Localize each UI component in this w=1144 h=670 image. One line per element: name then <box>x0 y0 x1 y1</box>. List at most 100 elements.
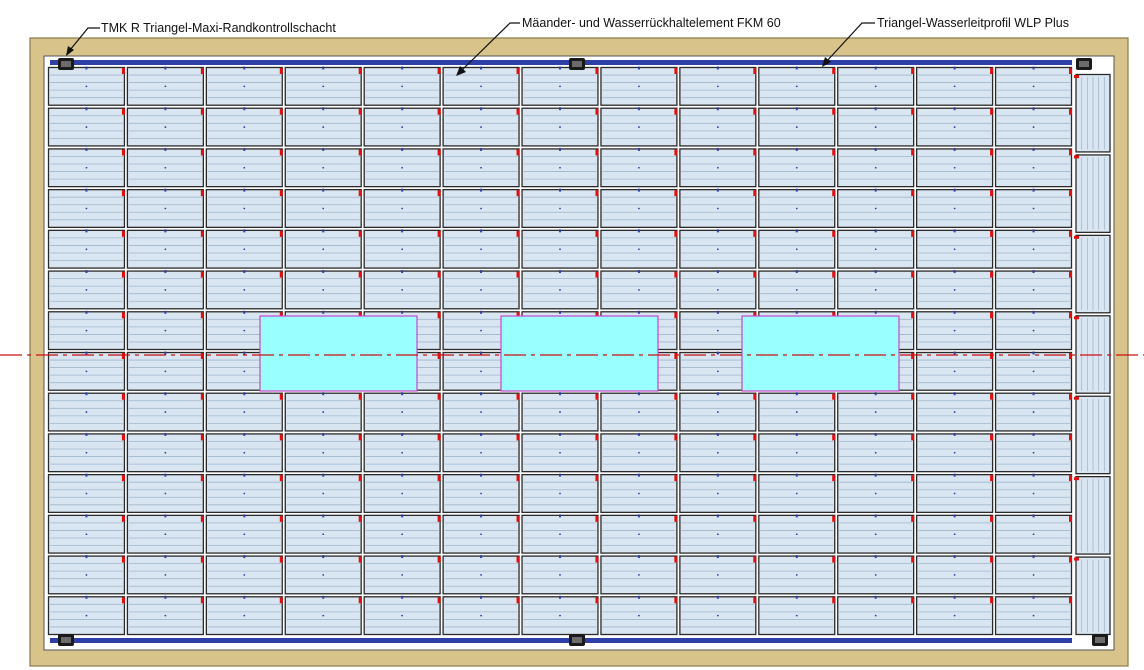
drain-tick <box>401 555 404 559</box>
cutout-opening <box>259 315 418 392</box>
drain-tick <box>1032 107 1035 111</box>
panel-dot <box>85 492 88 495</box>
drain-tick <box>953 188 956 192</box>
panel-cell <box>994 351 1073 391</box>
red-marker <box>1069 108 1072 115</box>
panel-cell <box>837 392 915 432</box>
drain-tick <box>85 351 88 355</box>
red-marker <box>516 393 520 400</box>
panel-cell <box>994 514 1073 554</box>
drain-tick <box>243 392 246 396</box>
red-marker <box>200 597 204 604</box>
panel-dot <box>716 207 719 210</box>
panel-cell <box>521 66 599 106</box>
panel-cell <box>442 392 520 432</box>
panel-cell <box>758 473 836 514</box>
red-marker <box>279 556 283 563</box>
panel-cell <box>126 147 204 188</box>
corner-control-box-icon <box>58 634 74 646</box>
red-marker <box>1069 434 1072 441</box>
drain-tick <box>559 229 561 233</box>
red-marker <box>121 190 125 197</box>
corner-control-box-icon <box>569 634 585 646</box>
red-marker <box>437 190 441 197</box>
panel-dot <box>480 289 482 291</box>
drain-tick <box>637 310 640 314</box>
red-marker <box>437 434 441 441</box>
red-marker <box>437 556 441 563</box>
panel-cell <box>47 555 126 595</box>
corner-box-inner <box>1079 61 1089 67</box>
panel-cell <box>442 147 520 188</box>
red-marker <box>358 271 362 278</box>
panel-dot <box>480 329 482 332</box>
panel-cell <box>363 392 441 432</box>
panel-cell <box>994 66 1073 106</box>
red-marker <box>753 515 757 522</box>
panel-dot <box>480 574 482 576</box>
red-marker <box>516 68 520 74</box>
panel-dot <box>638 85 640 88</box>
cutout-opening <box>741 315 900 392</box>
red-marker <box>753 597 757 604</box>
panel-dot <box>85 85 88 88</box>
leader-arrow-icon <box>822 57 831 67</box>
red-marker <box>595 434 599 441</box>
panel-cell <box>205 432 283 473</box>
red-marker <box>200 312 204 319</box>
panel-dot <box>795 126 798 128</box>
panel-dot <box>85 370 88 373</box>
drain-tick <box>874 66 877 70</box>
red-marker <box>990 149 994 156</box>
drain-tick <box>322 310 325 314</box>
drain-tick <box>716 66 719 70</box>
drain-tick <box>1032 473 1035 477</box>
red-marker <box>595 475 599 482</box>
drain-tick <box>322 188 325 192</box>
drain-tick <box>85 66 88 70</box>
panel-cell <box>916 432 994 473</box>
panel-cell <box>679 432 757 473</box>
panel-element <box>837 433 915 473</box>
panel-dot <box>1032 248 1035 251</box>
red-marker <box>279 149 283 156</box>
panel-dot <box>795 166 798 169</box>
panel-dot <box>85 248 88 251</box>
red-marker <box>595 149 599 156</box>
panel-cell <box>916 514 994 554</box>
panel-cell <box>442 107 520 147</box>
panel-cell <box>126 351 204 391</box>
red-marker <box>990 271 994 278</box>
drain-tick <box>322 432 325 436</box>
leader-arrow-icon <box>461 22 520 71</box>
panel-element <box>205 148 283 188</box>
drain-tick <box>637 270 640 274</box>
panel-cell <box>284 392 362 432</box>
drain-tick <box>243 270 246 274</box>
drain-tick <box>874 188 877 192</box>
red-marker <box>832 556 836 563</box>
panel-cell <box>916 351 994 391</box>
panel-cell <box>994 229 1073 269</box>
panel-dot <box>322 289 325 291</box>
drain-tick <box>243 555 246 559</box>
red-marker <box>990 190 994 197</box>
drain-tick <box>874 229 877 233</box>
drain-tick <box>480 270 483 274</box>
drain-tick <box>480 473 483 477</box>
panel-cell <box>679 392 757 432</box>
panel-cell <box>994 270 1073 310</box>
panel-dot <box>401 289 404 291</box>
panel-cell <box>994 107 1073 147</box>
panel-dot <box>401 248 404 251</box>
drain-tick <box>953 555 956 559</box>
panel-dot <box>795 574 798 576</box>
panel-dot <box>874 533 877 536</box>
red-marker <box>911 434 915 441</box>
panel-cell <box>442 66 520 106</box>
panel-dot <box>480 248 482 251</box>
panel-dot <box>638 451 640 454</box>
red-marker <box>121 515 125 522</box>
side-panel-segment <box>1074 395 1111 475</box>
